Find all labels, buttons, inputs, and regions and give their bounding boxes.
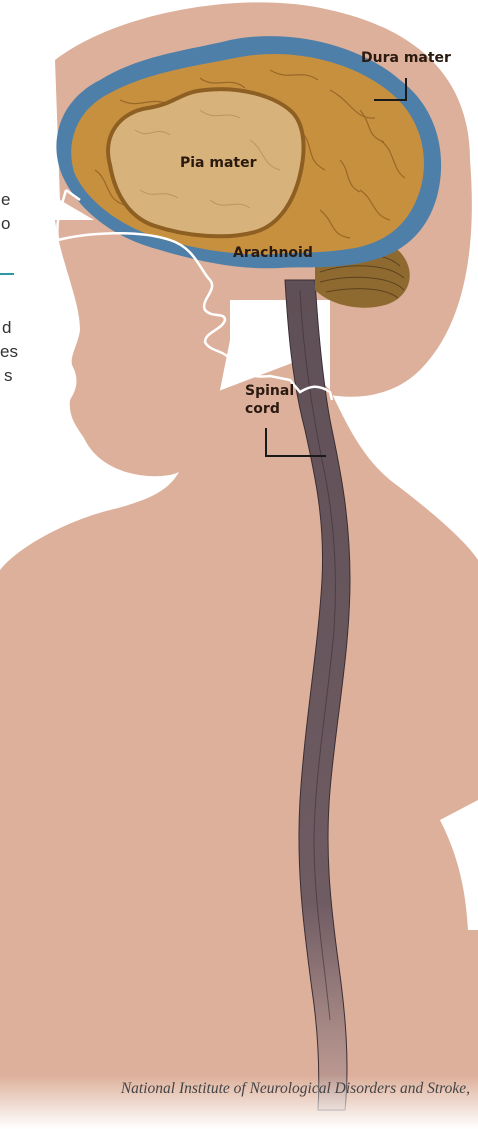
- cut-off-text-5: s: [4, 366, 13, 386]
- cut-off-text-3: d: [2, 318, 11, 338]
- pia-mater-label: Pia mater: [180, 155, 257, 171]
- dura-mater-label: Dura mater: [361, 50, 451, 66]
- arachnoid-label: Arachnoid: [233, 245, 313, 261]
- cut-off-text-4: es: [0, 342, 18, 362]
- credit-line: National Institute of Neurological Disor…: [0, 1080, 470, 1098]
- cut-off-text-2: o: [1, 214, 10, 234]
- spinal-cord-label-line1: Spinal: [245, 383, 294, 399]
- cut-off-text-1: e: [1, 190, 10, 210]
- spinal-cord-label-line2: cord: [245, 401, 280, 417]
